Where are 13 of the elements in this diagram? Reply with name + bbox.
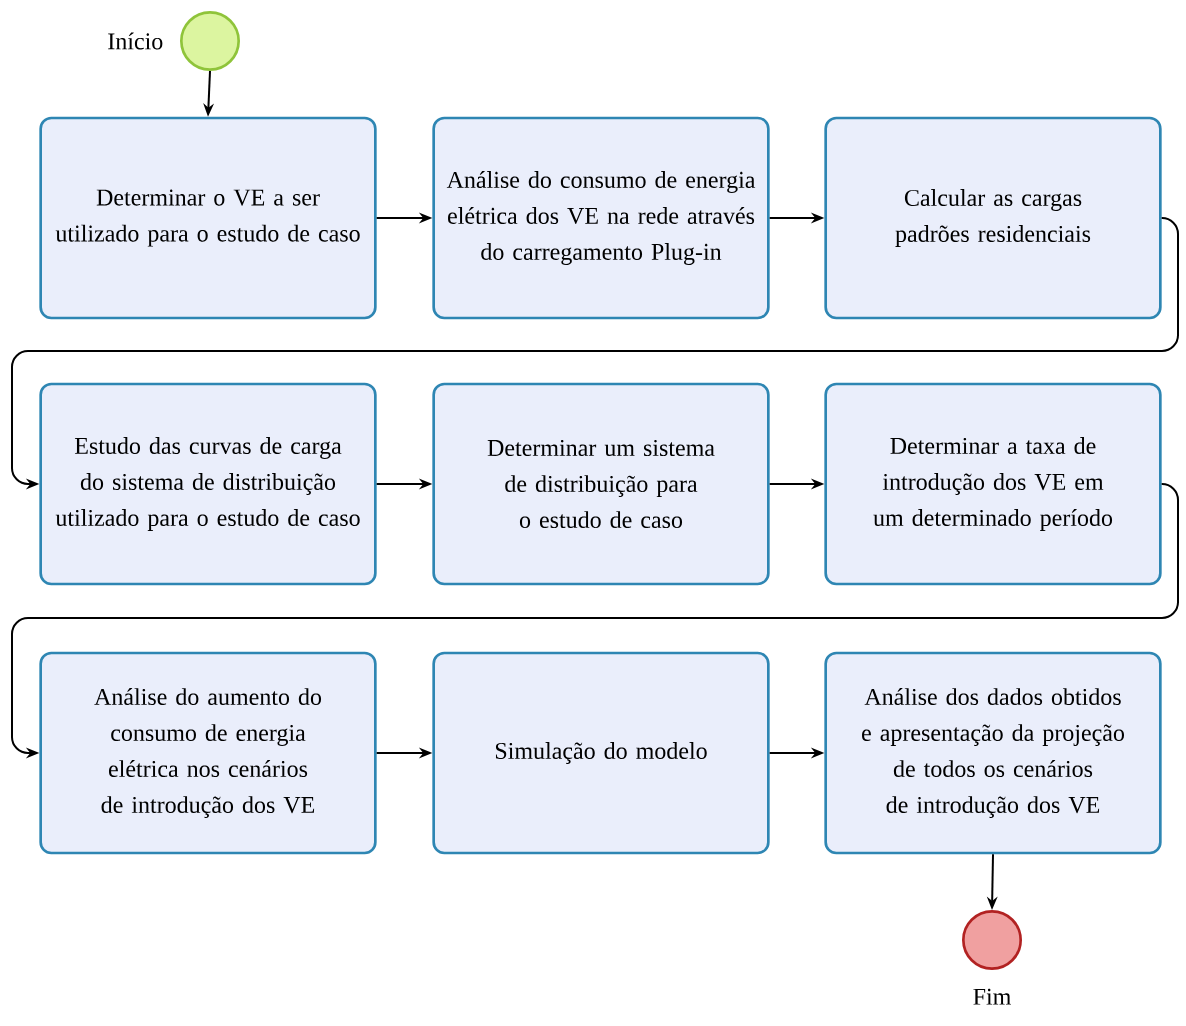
start-circle	[180, 11, 240, 71]
process-box: Análise do consumo de energia elétrica dos VE na rede através do carregamento Plug-in	[432, 116, 770, 320]
end-circle	[962, 910, 1022, 970]
process-box: Calcular as cargas padrões residenciais	[824, 116, 1162, 320]
end-label: Fim	[973, 988, 1011, 1005]
process-box: Determinar um sistema de distribuição para o estudo de caso	[432, 382, 770, 586]
process-box: Determinar a taxa de introdução dos VE em um determinado período	[824, 382, 1162, 586]
process-box: Simulação do modelo	[432, 651, 770, 855]
process-box: Análise do aumento do consumo de energia elétrica nos cenários de introdução dos VE	[39, 651, 377, 855]
process-box: Estudo das curvas de carga do sistema de distribuição utilizado para o estudo de caso	[39, 382, 377, 586]
process-box: Análise dos dados obtidos e apresentação da projeção de todos os cenários de introdução dos VE	[824, 651, 1162, 855]
process-box: Determinar o VE a ser utilizado para o estudo de caso	[39, 116, 377, 320]
start-label: Início	[108, 32, 163, 50]
